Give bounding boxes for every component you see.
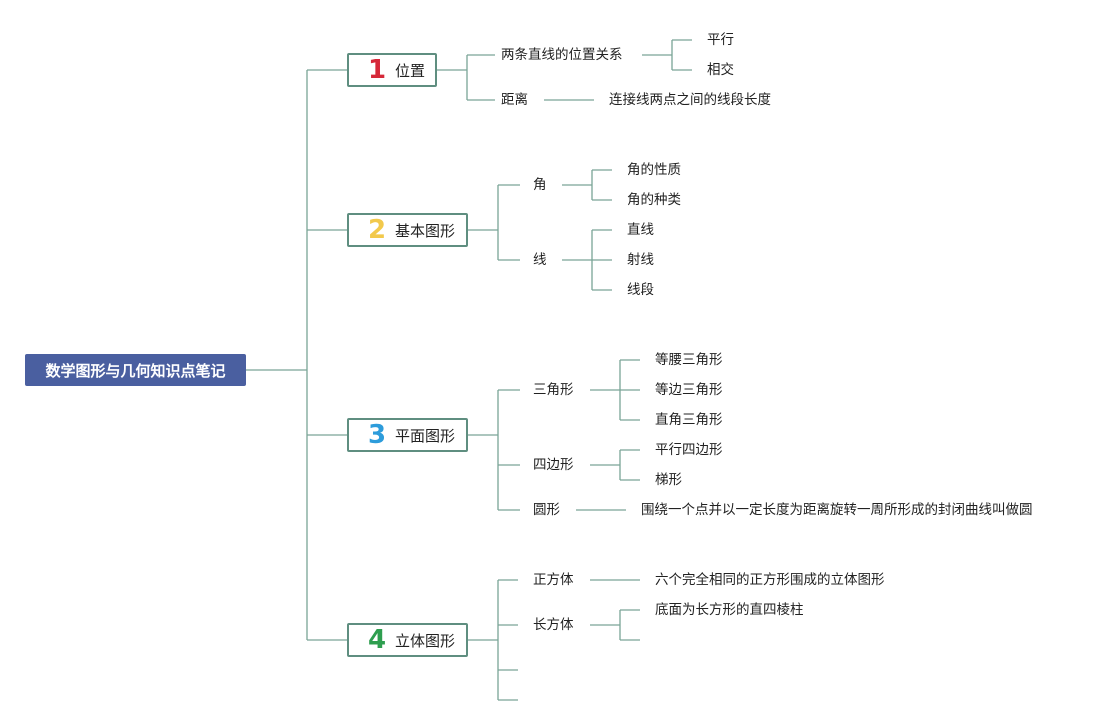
number-1-badge: 1 <box>367 55 387 85</box>
node-angle[interactable]: 角 <box>533 177 547 193</box>
node-straight-line[interactable]: 直线 <box>627 222 654 238</box>
node-cuboid[interactable]: 长方体 <box>533 617 574 633</box>
node-trapezoid[interactable]: 梯形 <box>655 472 682 488</box>
node-distance-desc[interactable]: 连接线两点之间的线段长度 <box>609 92 771 108</box>
node-intersect[interactable]: 相交 <box>707 62 734 78</box>
node-right-triangle[interactable]: 直角三角形 <box>655 412 723 428</box>
branch-3-node[interactable]: 3 平面图形 <box>347 418 468 452</box>
branch-2-node[interactable]: 2 基本图形 <box>347 213 468 247</box>
node-segment[interactable]: 线段 <box>627 282 654 298</box>
node-triangle[interactable]: 三角形 <box>533 382 574 398</box>
node-quadrilateral[interactable]: 四边形 <box>533 457 574 473</box>
node-angle-types[interactable]: 角的种类 <box>627 192 681 208</box>
node-circle-desc[interactable]: 围绕一个点并以一定长度为距离旋转一周所形成的封闭曲线叫做圆 <box>641 502 1033 518</box>
branch-1-label: 位置 <box>395 61 426 80</box>
number-2-badge: 2 <box>367 215 387 245</box>
node-circle[interactable]: 圆形 <box>533 502 560 518</box>
node-parallelogram[interactable]: 平行四边形 <box>655 442 723 458</box>
branch-2-label: 基本图形 <box>395 221 456 240</box>
branch-4-label: 立体图形 <box>395 631 456 650</box>
branch-1-node[interactable]: 1 位置 <box>347 53 437 87</box>
node-cuboid-desc[interactable]: 底面为长方形的直四棱柱 <box>655 602 804 618</box>
root-node[interactable]: 数学图形与几何知识点笔记 <box>25 354 246 386</box>
node-cube-desc[interactable]: 六个完全相同的正方形围成的立体图形 <box>655 572 885 588</box>
node-line-relation[interactable]: 两条直线的位置关系 <box>501 47 623 63</box>
branch-4-node[interactable]: 4 立体图形 <box>347 623 468 657</box>
node-equilateral[interactable]: 等边三角形 <box>655 382 723 398</box>
node-angle-property[interactable]: 角的性质 <box>627 162 681 178</box>
node-isosceles[interactable]: 等腰三角形 <box>655 352 723 368</box>
branch-3-label: 平面图形 <box>395 426 456 445</box>
number-4-badge: 4 <box>367 625 387 655</box>
node-distance[interactable]: 距离 <box>501 92 528 108</box>
node-line[interactable]: 线 <box>533 252 547 268</box>
number-3-badge: 3 <box>367 420 387 450</box>
node-cube[interactable]: 正方体 <box>533 572 574 588</box>
node-parallel[interactable]: 平行 <box>707 32 734 48</box>
node-ray[interactable]: 射线 <box>627 252 654 268</box>
